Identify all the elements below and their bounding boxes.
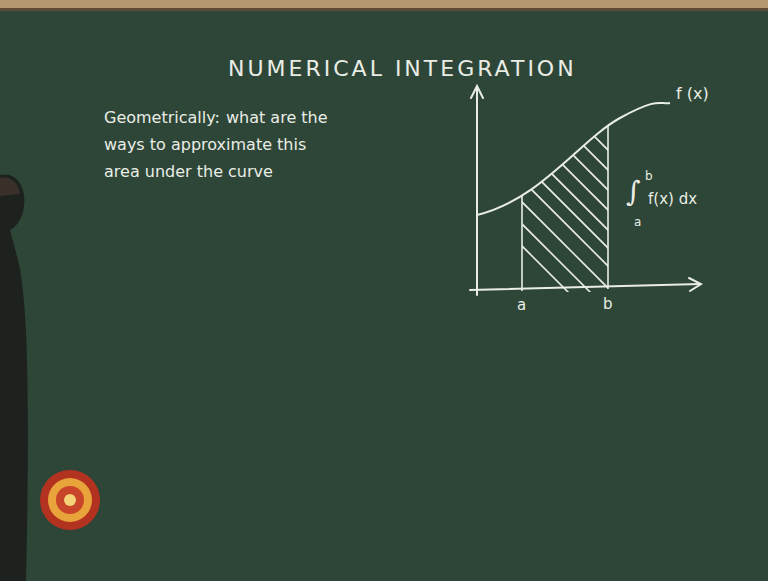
upper-limit: b [645, 170, 653, 182]
integral-sign: ∫ [626, 178, 641, 206]
shaded-area [470, 80, 740, 384]
function-curve [477, 103, 670, 215]
axis-label-b: b [603, 297, 613, 312]
frame-shadow [0, 8, 768, 11]
institute-logo [40, 470, 100, 530]
integrand: f(x) dx [648, 192, 697, 207]
axis-label-a: a [517, 298, 526, 313]
lecturer-hair [0, 178, 20, 196]
question-text: Geometrically:what are the ways to appro… [104, 104, 344, 185]
board-title: NUMERICAL INTEGRATION [228, 58, 577, 80]
board-frame [0, 0, 768, 8]
lead-word: Geometrically: [104, 108, 220, 127]
lower-limit: a [634, 216, 641, 228]
lecturer-silhouette [0, 174, 28, 581]
axes [470, 86, 701, 295]
function-label: f (x) [676, 86, 709, 102]
